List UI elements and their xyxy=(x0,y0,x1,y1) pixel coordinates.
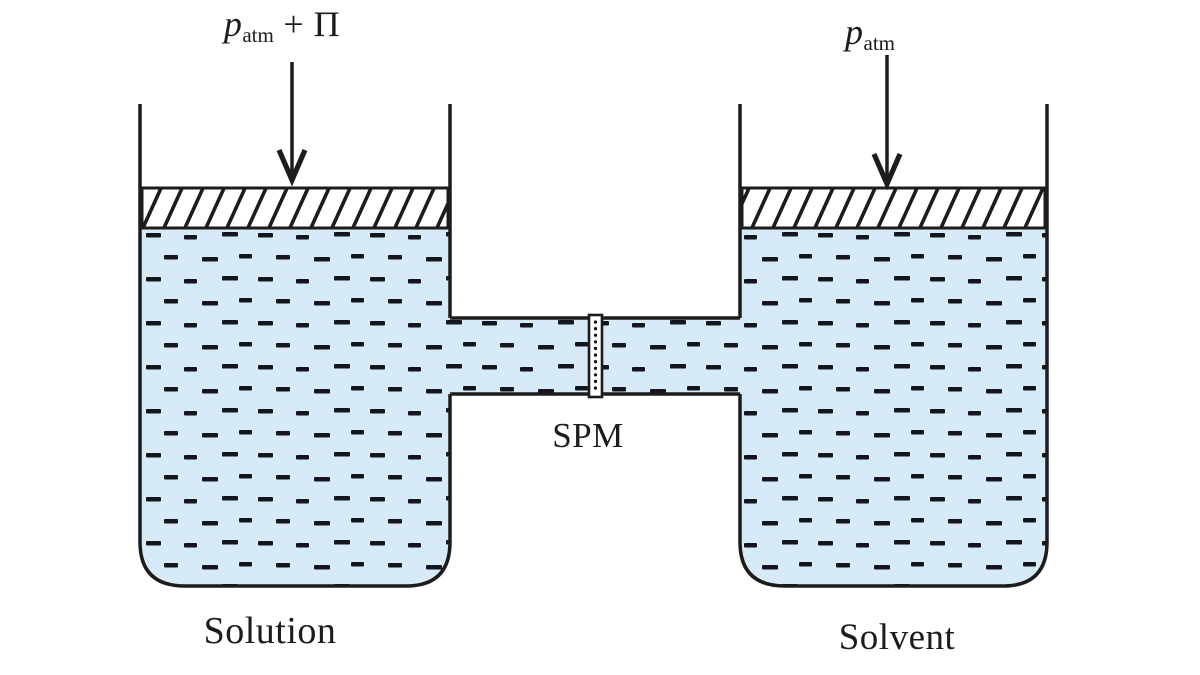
solution-vessel-outline xyxy=(138,104,452,588)
pressure-symbol: p xyxy=(845,12,864,52)
pressure-label-solution: patm + Π xyxy=(157,4,407,47)
pressure-suffix: + Π xyxy=(273,4,341,44)
solvent-vessel-outline xyxy=(738,104,1049,588)
pressure-subscript: atm xyxy=(863,31,896,55)
spm-label: SPM xyxy=(552,416,624,455)
pressure-arrow-right xyxy=(871,55,903,191)
pressure-arrow-left xyxy=(276,62,308,187)
pressure-subscript: atm xyxy=(242,23,274,47)
pressure-label-solvent: patm xyxy=(745,12,995,55)
solvent-liquid xyxy=(740,228,1047,586)
solvent-piston xyxy=(740,186,1047,230)
solution-liquid xyxy=(140,228,450,586)
solvent-label: Solvent xyxy=(838,617,956,658)
solution-label: Solution xyxy=(203,610,337,652)
solution-piston xyxy=(140,186,450,230)
pressure-symbol: p xyxy=(223,4,243,44)
